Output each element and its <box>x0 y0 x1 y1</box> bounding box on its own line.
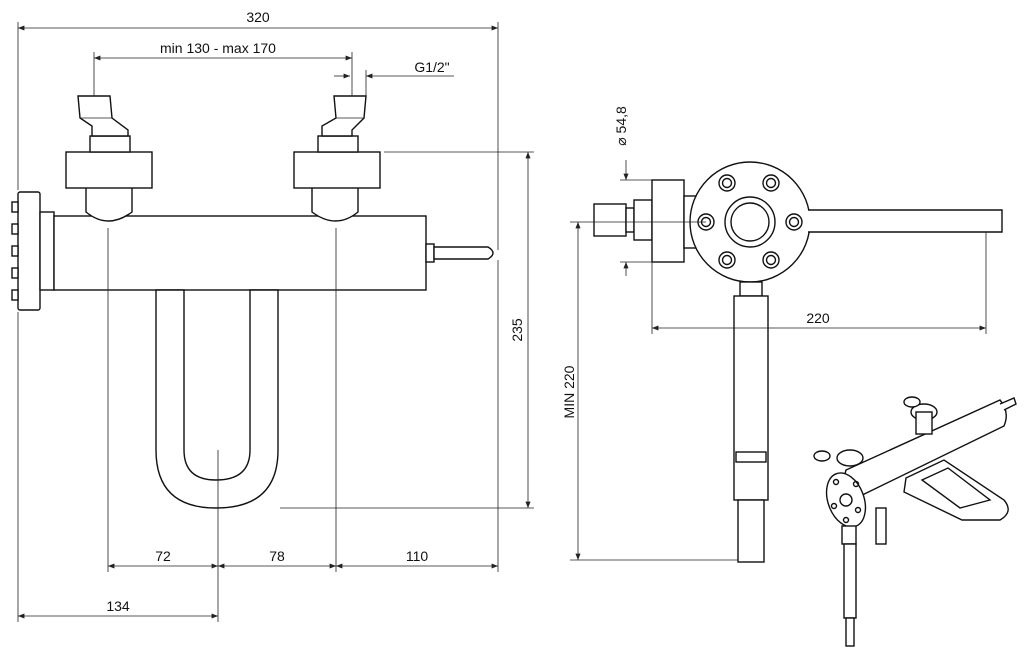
dim-spacing-78: 78 <box>269 548 285 564</box>
dim-min-height: MIN 220 <box>561 365 577 418</box>
dim-inlet-spacing: min 130 - max 170 <box>160 40 276 56</box>
left-handle <box>11 191 55 311</box>
dim-thread: G1/2" <box>414 59 449 75</box>
dim-overall-width: 320 <box>246 9 270 25</box>
dim-side-depth: 220 <box>806 310 830 326</box>
dim-spacing-110: 110 <box>406 548 429 564</box>
front-view <box>11 95 494 509</box>
front-dimensions: 320 min 130 - max 170 G1/2" 235 72 78 11… <box>17 9 534 622</box>
dim-height: 235 <box>509 318 525 342</box>
right-connector <box>293 95 381 222</box>
left-connector <box>65 95 153 222</box>
flange-bolts <box>697 174 803 269</box>
dim-spacing-72: 72 <box>155 548 171 564</box>
dim-diameter: ⌀ 54,8 <box>613 106 629 146</box>
mixer-body <box>53 215 427 291</box>
right-pin <box>425 243 494 263</box>
side-dimensions: ⌀ 54,8 220 MIN 220 <box>561 106 987 561</box>
u-spout <box>155 289 279 509</box>
dim-spacing-134: 134 <box>106 598 130 614</box>
isometric-view <box>813 396 1017 647</box>
